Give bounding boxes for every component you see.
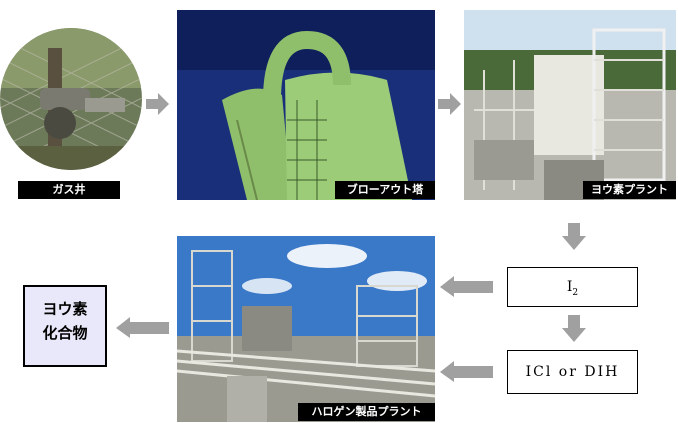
arrow-down-1 [562,223,586,250]
i2-label: I [566,279,573,295]
arrow-right-1 [146,93,169,115]
gas-well-photo [0,28,142,170]
blowout-tower-photo [177,10,435,200]
iodine-plant-caption: ヨウ素プラント [583,181,676,199]
result-line-2: 化合物 [42,324,88,342]
halogen-plant-photo [177,236,435,422]
arrow-left-from-icl [440,361,493,382]
iodine-plant-photo [464,10,676,200]
arrow-right-2 [438,93,461,115]
iodine-compound-box: ヨウ素 化合物 [23,285,107,367]
arrow-left-from-i2 [440,276,493,297]
gas-well-caption: ガス井 [18,181,120,199]
halogen-plant-caption: ハロゲン製品プラント [298,403,435,421]
i2-subscript: 2 [572,287,579,298]
i2-box: I2 [507,267,638,307]
icl-dih-label: ICl or DIH [525,364,620,380]
icl-dih-box: ICl or DIH [507,350,638,394]
result-line-1: ヨウ素 [42,300,88,318]
arrow-down-2 [562,315,586,342]
arrow-left-to-result [116,317,169,338]
blowout-tower-caption: ブローアウト塔 [335,181,435,199]
